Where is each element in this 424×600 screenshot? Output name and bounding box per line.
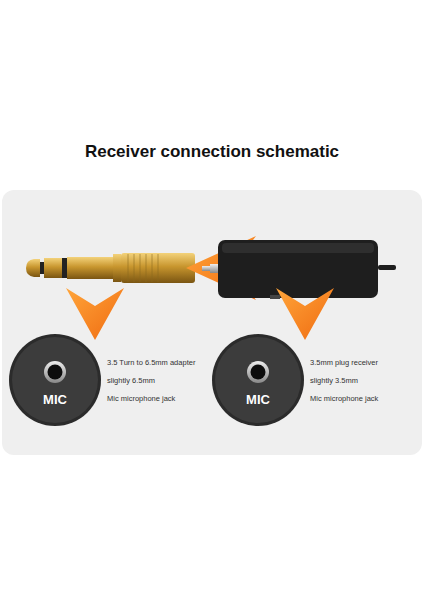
mic-jack: MIC xyxy=(212,334,304,426)
spec-note: Mic microphone jack xyxy=(107,394,175,403)
spec-note: 3.5 Turn to 6.5mm adapter xyxy=(107,358,195,367)
jack-disc xyxy=(9,334,101,426)
mic-jack: MIC xyxy=(9,334,101,426)
jack-label: MIC xyxy=(9,392,101,407)
arrow-down xyxy=(276,288,334,340)
spec-note: Mic microphone jack xyxy=(310,394,378,403)
jack-disc xyxy=(212,334,304,426)
adapter-plug xyxy=(26,253,195,283)
title: Receiver connection schematic xyxy=(0,142,424,162)
panel xyxy=(2,190,422,455)
arrow-down xyxy=(66,288,124,340)
spec-note: slightly 3.5mm xyxy=(310,376,358,385)
spec-note: slightly 6.5mm xyxy=(107,376,155,385)
jack-label: MIC xyxy=(212,392,304,407)
receiver xyxy=(202,240,396,299)
spec-note: 3.5mm plug receiver xyxy=(310,358,378,367)
